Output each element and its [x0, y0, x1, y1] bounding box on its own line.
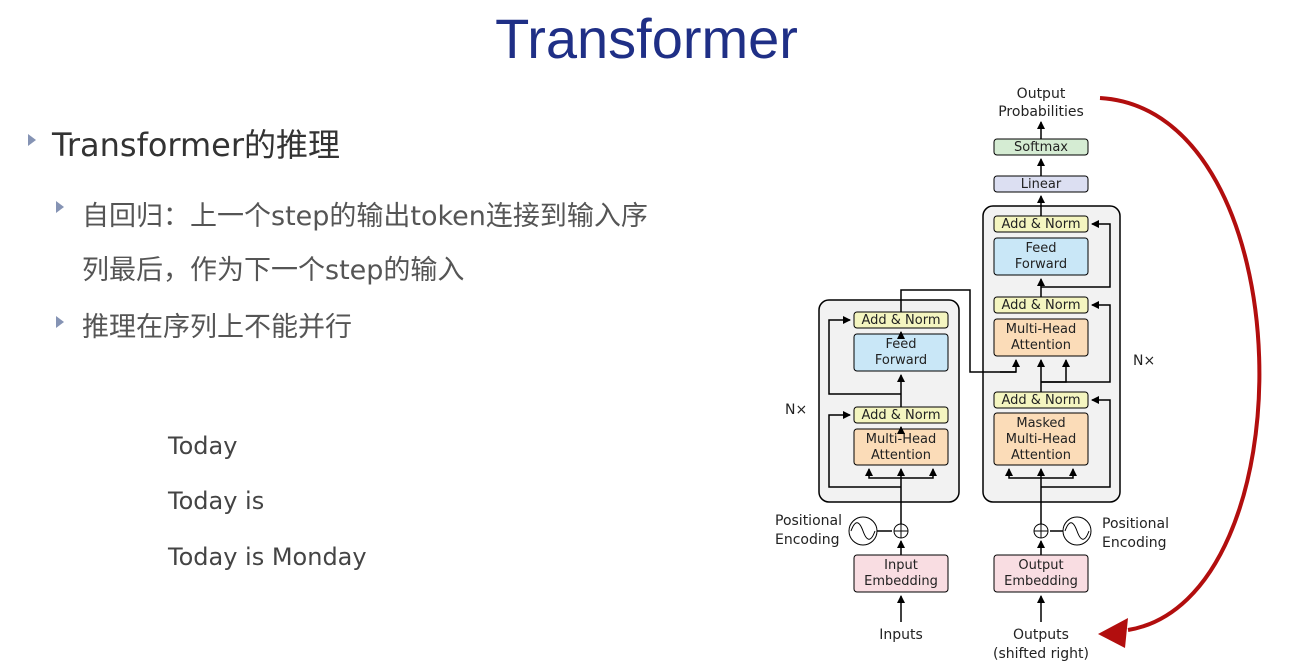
- outputs-label-1: Outputs: [1013, 627, 1069, 643]
- encoder-mha-label-2: Attention: [871, 448, 931, 463]
- encoder-add-norm-bottom-label: Add & Norm: [861, 408, 940, 423]
- output-probabilities-label-1: Output: [1017, 86, 1066, 102]
- decoder-feed-forward-label-2: Forward: [1015, 257, 1067, 272]
- bullet-main: Transformer的推理: [52, 126, 341, 164]
- bullet-triangle-icon: [56, 316, 64, 328]
- decoder-positional-label-2: Encoding: [1102, 535, 1167, 551]
- decoder-masked-label-2: Multi-Head: [1006, 432, 1076, 447]
- output-probabilities-label-2: Probabilities: [998, 104, 1084, 120]
- decoder-masked-attention: [993, 412, 1089, 466]
- decoder-masked-label-1: Masked: [1016, 416, 1065, 431]
- encoder-mha-label-1: Multi-Head: [866, 432, 936, 447]
- inputs-label: Inputs: [879, 627, 923, 643]
- output-embedding-label-1: Output: [1018, 558, 1063, 573]
- example-line-2: Today is: [168, 487, 265, 515]
- decoder-add-norm-bottom-label: Add & Norm: [1001, 393, 1080, 408]
- encoder-positional-label-2: Encoding: [775, 532, 840, 548]
- decoder-mha-label-1: Multi-Head: [1006, 322, 1076, 337]
- input-embedding-label-1: Input: [884, 558, 918, 573]
- bullet-triangle-icon: [56, 201, 64, 213]
- decoder-add-norm-top-label: Add & Norm: [1001, 217, 1080, 232]
- encoder-block: [818, 299, 960, 503]
- decoder-masked-label-3: Attention: [1011, 448, 1071, 463]
- decoder-add-norm-mid-label: Add & Norm: [1001, 298, 1080, 313]
- encoder-add-norm-top-label: Add & Norm: [861, 313, 940, 328]
- bullet-sub-autoregressive: 自回归：上一个step的输出token连接到输入序列最后，作为下一个step的输…: [82, 201, 648, 286]
- bullet-sub-not-parallel: 推理在序列上不能并行: [82, 312, 352, 343]
- decoder-multi-head-attention: [993, 318, 1089, 357]
- example-line-1: Today: [168, 432, 238, 460]
- decoder-feed-forward-label-1: Feed: [1025, 241, 1056, 256]
- decoder-nx-label: N×: [1133, 353, 1155, 369]
- softmax-label: Softmax: [1014, 140, 1068, 155]
- encoder-feed-forward-label-2: Forward: [875, 353, 927, 368]
- encoder-nx-label: N×: [785, 402, 807, 418]
- output-embedding-label-2: Embedding: [1004, 574, 1078, 589]
- autoregressive-feedback-arrow: [1099, 96, 1262, 632]
- encoder-positional-label-1: Positional: [775, 513, 842, 529]
- encoder-feed-forward-label-1: Feed: [885, 337, 916, 352]
- bullet-triangle-icon: [28, 134, 36, 146]
- slide-title: Transformer: [495, 7, 798, 70]
- example-line-3: Today is Monday: [168, 543, 367, 571]
- input-embedding-label-2: Embedding: [864, 574, 938, 589]
- outputs-label-2: (shifted right): [993, 646, 1089, 662]
- decoder-feed-forward: [993, 237, 1089, 276]
- autoregressive-arrowhead-icon: [1098, 618, 1128, 648]
- decoder-mha-label-2: Attention: [1011, 338, 1071, 353]
- linear-label: Linear: [1021, 177, 1062, 192]
- decoder-positional-label-1: Positional: [1102, 516, 1169, 532]
